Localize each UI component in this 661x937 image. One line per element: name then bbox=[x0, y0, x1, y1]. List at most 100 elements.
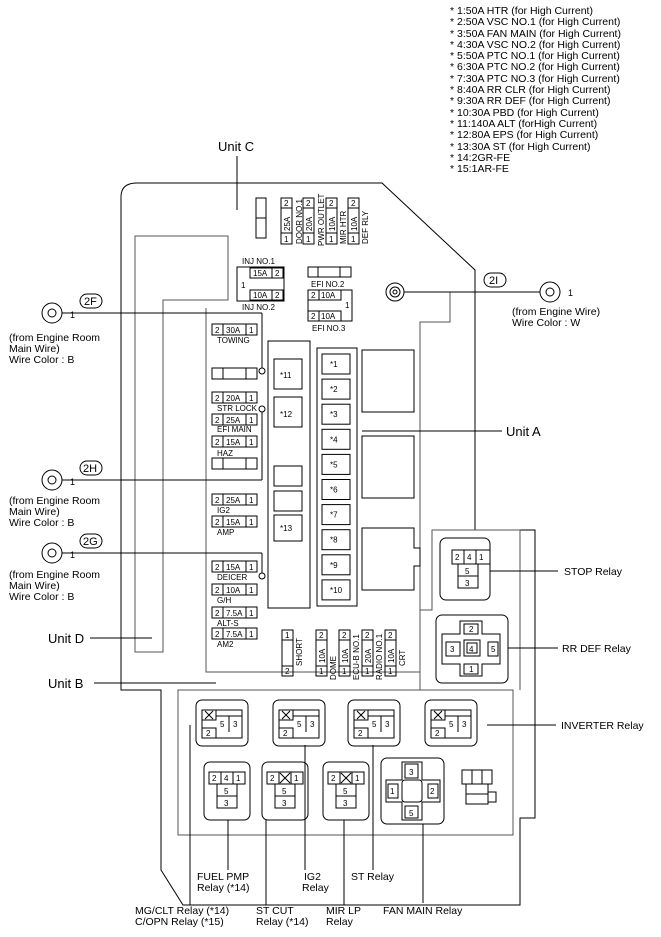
inj-fuse-block: INJ NO.1 15A 2 1 10A 2 INJ NO.2 bbox=[236, 257, 285, 312]
svg-text:1: 1 bbox=[345, 301, 350, 310]
svg-text:1: 1 bbox=[390, 787, 395, 796]
svg-text:(from Engine Room: (from Engine Room bbox=[9, 495, 100, 507]
svg-text:2G: 2G bbox=[83, 536, 98, 548]
svg-text:Main Wire): Main Wire) bbox=[9, 343, 60, 355]
big-fuse-slot bbox=[273, 514, 303, 542]
svg-text:25A: 25A bbox=[283, 216, 292, 231]
unit-a-fuse: *1 bbox=[321, 353, 351, 375]
svg-text:15A: 15A bbox=[253, 269, 268, 278]
unlabeled-relay-slot bbox=[461, 769, 497, 805]
svg-text:1: 1 bbox=[70, 550, 75, 560]
fuse-pin-label: 1 bbox=[249, 438, 254, 447]
svg-text:2: 2 bbox=[329, 199, 334, 208]
fuse-name-label: EFI MAIN bbox=[217, 425, 252, 434]
big-fuse-frame bbox=[267, 340, 311, 609]
connector-2f: 2F 1 (from Engine Room Main Wire) Wire C… bbox=[9, 293, 266, 375]
relay-pin-label: 5 bbox=[297, 720, 302, 729]
relay-block-outline bbox=[177, 689, 514, 836]
fuse-note-item: * 10:30A PBD (for High Current) bbox=[450, 106, 599, 119]
c-opn-relay-label: C/OPN Relay (*15) bbox=[135, 916, 224, 928]
fuse-pin-label: 1 bbox=[388, 667, 393, 676]
big-fuse-slot bbox=[273, 490, 303, 512]
svg-text:SHORT: SHORT bbox=[295, 638, 304, 666]
fuse-name-label: HAZ bbox=[217, 449, 233, 458]
unit-a-fuse: *10 bbox=[321, 579, 351, 601]
relay-pin-label: 1 bbox=[294, 774, 299, 783]
svg-text:EFI NO.2: EFI NO.2 bbox=[311, 280, 345, 289]
efi-fuse-block: EFI NO.2 2 10A 1 2 10A EFI NO.3 bbox=[307, 266, 353, 333]
fuse-pin-label: 1 bbox=[249, 586, 254, 595]
fuse-pin-label: 2 bbox=[215, 630, 220, 639]
fuse-pin-label: 1 bbox=[249, 326, 254, 335]
svg-text:2: 2 bbox=[311, 291, 316, 300]
relay-pin-label: 2 bbox=[358, 729, 363, 738]
svg-text:Wire Color : B: Wire Color : B bbox=[9, 354, 74, 366]
big-fuse-slot bbox=[273, 465, 303, 487]
st-cut-label-2: Relay (*14) bbox=[256, 916, 309, 928]
fuse-amp-label: 10A bbox=[387, 648, 396, 663]
fuse-pin-label: 2 bbox=[215, 586, 220, 595]
svg-text:2: 2 bbox=[430, 787, 435, 796]
unit-a-fuse: *8 bbox=[321, 529, 351, 551]
fuse-name-label: AMP bbox=[217, 528, 234, 537]
relay-pin-label: 2 bbox=[283, 729, 288, 738]
fuse-amp-label: 15A bbox=[226, 563, 241, 572]
fuse-pin-label: 2 bbox=[215, 609, 220, 618]
fuse-pin-label: 2 bbox=[215, 416, 220, 425]
svg-text:2H: 2H bbox=[83, 463, 97, 475]
fuse-pin-label: 1 bbox=[249, 563, 254, 572]
fuse-note-item: * 13:30A ST (for High Current) bbox=[450, 140, 591, 153]
fuse-pin-label: 1 bbox=[249, 416, 254, 425]
svg-text:1: 1 bbox=[285, 631, 290, 640]
svg-text:10A: 10A bbox=[253, 291, 268, 300]
relay-pin-label: 5 bbox=[343, 787, 348, 796]
unit-a-block-upper bbox=[361, 349, 415, 413]
fuse-pin-label: 2 bbox=[215, 496, 220, 505]
big-fuse-label: *12 bbox=[280, 410, 293, 419]
fuse-name-label: TOWING bbox=[217, 336, 250, 345]
fuse-pin-label: 1 bbox=[249, 496, 254, 505]
unit-b-label: Unit B bbox=[48, 676, 83, 691]
ig2-relay-label-1: IG2 bbox=[304, 871, 321, 883]
relay-pin-label: 5 bbox=[372, 720, 377, 729]
inverter-relay-label: INVERTER Relay bbox=[561, 720, 644, 732]
svg-text:1: 1 bbox=[70, 477, 75, 487]
fuse-note-item: * 15:1AR-FE bbox=[450, 163, 509, 176]
fuse-pin-label: 2 bbox=[319, 631, 324, 640]
fuse-pin-label: 2 bbox=[388, 631, 393, 640]
fuse-amp-label: 7.5A bbox=[226, 609, 243, 618]
unit-a-fuse-group: *1*2*3*4*5*6*7*8*9*10 bbox=[321, 353, 351, 601]
svg-text:2: 2 bbox=[455, 553, 460, 562]
fuse-name-label: ECU-B NO.1 bbox=[352, 634, 361, 680]
svg-text:2: 2 bbox=[351, 199, 356, 208]
fuse-pin-label: 1 bbox=[365, 667, 370, 676]
svg-text:DOOR NO.1: DOOR NO.1 bbox=[295, 199, 304, 244]
fuse-note-item: * 2:50A VSC NO.1 (for High Current) bbox=[450, 16, 621, 29]
unit-a-fuse: *2 bbox=[321, 378, 351, 400]
connector-2i: 2I 1 (from Engine Wire) Wire Color : W bbox=[385, 272, 600, 329]
fuse-note-item: * 5:50A PTC NO.1 (for High Current) bbox=[450, 50, 620, 63]
unit-a-fuse: *6 bbox=[321, 479, 351, 500]
fuse-pin-label: 2 bbox=[215, 563, 220, 572]
big-fuse-group: *11*12*13 bbox=[273, 358, 303, 542]
svg-text:2F: 2F bbox=[84, 296, 97, 308]
svg-text:3: 3 bbox=[409, 768, 414, 777]
stop-relay: 2 4 1 5 3 STOP Relay bbox=[439, 537, 623, 601]
relay-pin-label: 2 bbox=[270, 774, 275, 783]
svg-text:20A: 20A bbox=[305, 216, 314, 231]
fuse-note-item: * 3:50A FAN MAIN (for High Current) bbox=[450, 27, 621, 40]
unit-d-label: Unit D bbox=[48, 631, 84, 646]
fuse-pin-label: 2 bbox=[342, 631, 347, 640]
fuse-notes-list: * 1:50A HTR (for High Current)* 2:50A VS… bbox=[450, 5, 621, 176]
svg-text:3: 3 bbox=[465, 579, 470, 588]
unit-a-fuse: *3 bbox=[321, 403, 351, 425]
relay-pin-label: 3 bbox=[233, 720, 238, 729]
